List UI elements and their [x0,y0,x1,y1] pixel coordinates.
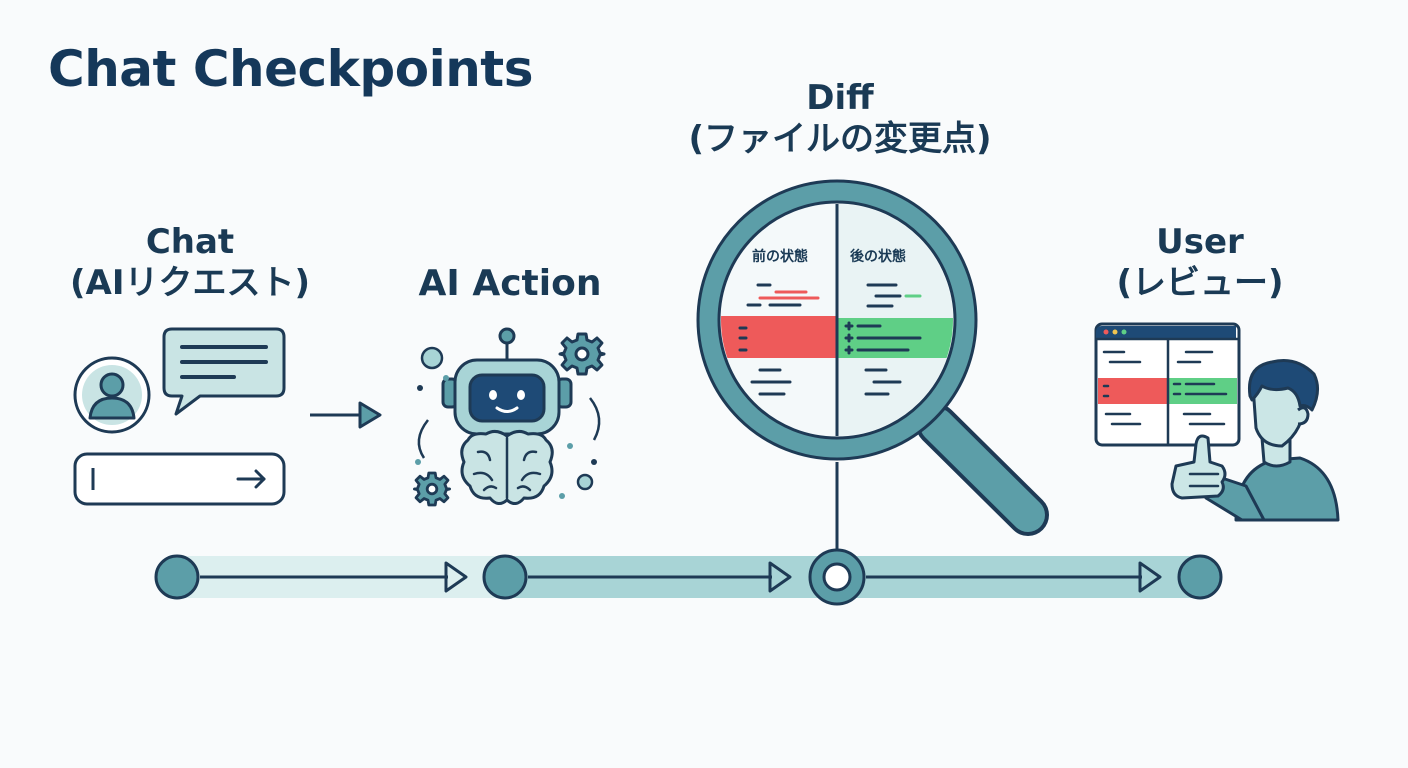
robot-icon [441,327,573,505]
checkpoint-node-1 [154,554,200,600]
timeline [154,462,1223,606]
diff-label-line1: Diff [806,78,874,118]
removed-lines-highlight [721,316,837,358]
before-state-label: 前の状態 [752,249,808,265]
chat-step-label: Chat (AIリクエスト) [60,222,320,305]
magnifier-icon [696,179,1049,536]
diff-label-line2: (ファイルの変更点) [688,119,992,160]
chat-label-line2: (AIリクエスト) [69,263,311,304]
checkpoint-node-4 [1177,554,1223,600]
after-state-label: 後の状態 [850,249,906,265]
ai-label-line1: AI Action [418,263,602,304]
brain-icon [460,429,554,505]
sparkle-dots [415,346,601,499]
gear-icon [558,332,606,376]
user-label-line1: User [1156,222,1244,262]
chat-bubble-icon [162,327,286,416]
text-input-icon [73,452,286,506]
checkpoint-node-2 [482,554,528,600]
user-label-line2: (レビュー) [1116,263,1284,304]
code-window-icon [1094,322,1241,447]
user-step-label: User (レビュー) [1080,222,1320,305]
thumbs-up-person-icon [1170,359,1340,522]
ai-step-label: AI Action [390,262,630,306]
page-title: Chat Checkpoints [48,40,533,98]
gear-icon-small [412,471,452,507]
chat-label-line1: Chat [145,222,235,262]
user-avatar-icon [73,356,151,434]
arrow-right-icon [310,401,382,429]
diff-step-label: Diff (ファイルの変更点) [660,78,1020,161]
